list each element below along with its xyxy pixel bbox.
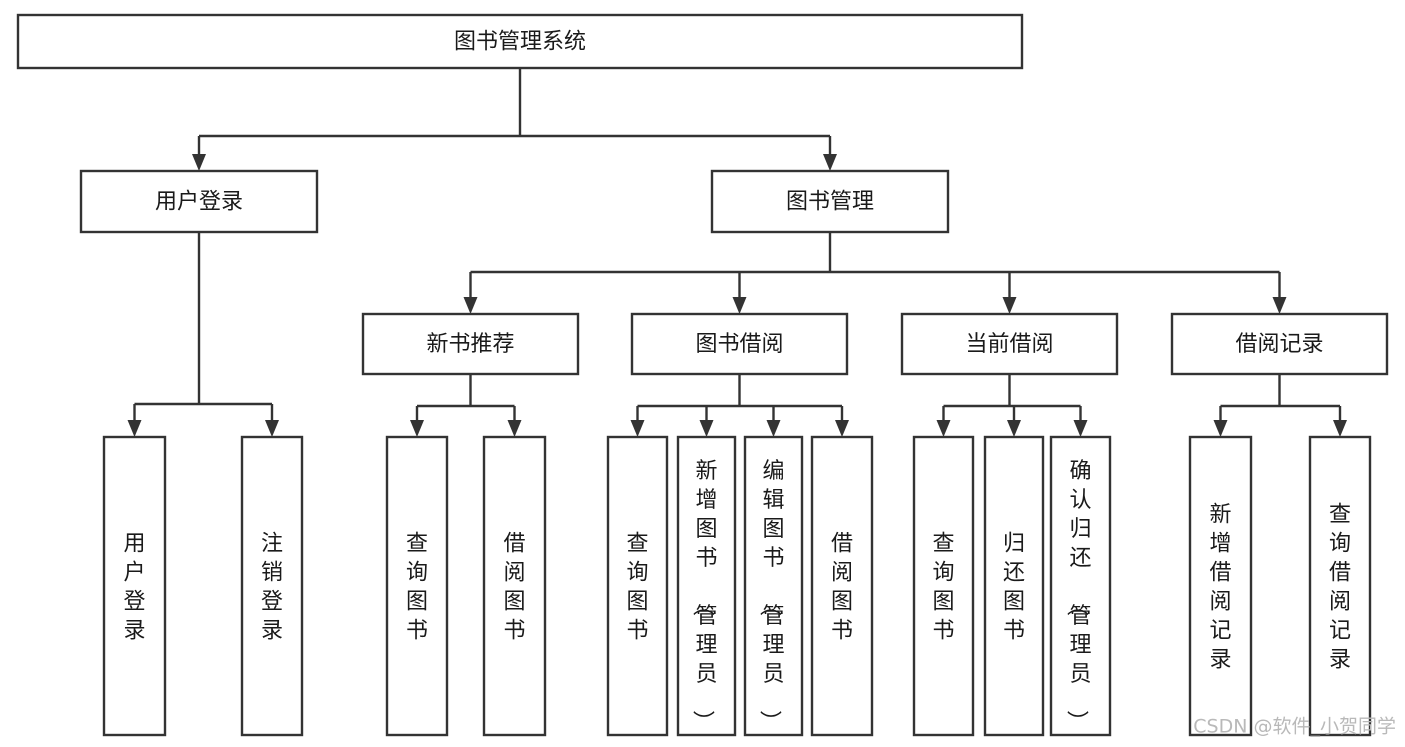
node-label-leaf-user-login: 用户登录: [123, 532, 145, 644]
node-box-root[interactable]: [16, 13, 1024, 70]
node-bookmgmt[interactable]: 图书管理: [710, 169, 950, 234]
node-box-newbook[interactable]: [361, 312, 580, 376]
node-label-leaf-borrow-book-1: 借阅图书: [503, 532, 525, 644]
node-label-root: 图书管理系统: [454, 30, 586, 55]
node-records[interactable]: 借阅记录: [1170, 312, 1389, 376]
arrowhead-icon-current: [1002, 297, 1017, 314]
node-label-leaf-borrow-book-2: 借阅图书: [831, 532, 853, 644]
node-leaf-add-book[interactable]: 新增图书（管理员）: [676, 435, 737, 737]
node-leaf-borrow-book-1[interactable]: 借阅图书: [482, 435, 547, 737]
node-label-newbook: 新书推荐: [426, 332, 514, 357]
node-box-leaf-user-login[interactable]: [102, 435, 167, 737]
arrowhead-icon-leaf-user-login: [127, 420, 142, 437]
node-label-leaf-add-record: 新增借阅记录: [1209, 503, 1231, 673]
node-box-borrow[interactable]: [630, 312, 849, 376]
arrowhead-icon-leaf-query-book-2: [630, 420, 645, 437]
node-box-leaf-add-record[interactable]: [1188, 435, 1253, 737]
node-label-leaf-query-record: 查询借阅记录: [1329, 503, 1351, 673]
node-label-leaf-confirm-return: 确认归还（管理员）: [1063, 459, 1091, 732]
node-box-leaf-query-book-3[interactable]: [912, 435, 975, 737]
node-root[interactable]: 图书管理系统: [16, 13, 1024, 70]
arrowhead-icon-login: [192, 154, 206, 171]
node-leaf-borrow-book-2[interactable]: 借阅图书: [810, 435, 874, 737]
node-box-leaf-borrow-book-2[interactable]: [810, 435, 874, 737]
node-box-leaf-query-record[interactable]: [1308, 435, 1372, 737]
node-leaf-query-book-3[interactable]: 查询图书: [912, 435, 975, 737]
node-leaf-return-book[interactable]: 归还图书: [983, 435, 1045, 737]
node-leaf-edit-book[interactable]: 编辑图书（管理员）: [743, 435, 804, 737]
arrowhead-icon-leaf-edit-book: [766, 420, 781, 437]
node-leaf-query-book-2[interactable]: 查询图书: [606, 435, 669, 737]
node-label-leaf-query-book-1: 查询图书: [406, 532, 428, 644]
node-label-leaf-query-book-3: 查询图书: [932, 532, 954, 644]
node-current[interactable]: 当前借阅: [900, 312, 1119, 376]
node-leaf-add-record[interactable]: 新增借阅记录: [1188, 435, 1253, 737]
node-box-leaf-borrow-book-1[interactable]: [482, 435, 547, 737]
arrowhead-icon-leaf-borrow-book-2: [835, 420, 849, 437]
node-box-bookmgmt[interactable]: [710, 169, 950, 234]
arrowhead-icon-leaf-borrow-book-1: [507, 420, 522, 437]
node-leaf-logout[interactable]: 注销登录: [240, 435, 304, 737]
node-box-records[interactable]: [1170, 312, 1389, 376]
node-box-leaf-return-book[interactable]: [983, 435, 1045, 737]
node-label-leaf-edit-book: 编辑图书（管理员）: [756, 459, 784, 732]
node-label-records: 借阅记录: [1235, 332, 1323, 357]
node-label-leaf-return-book: 归还图书: [1003, 532, 1025, 644]
node-leaf-query-record[interactable]: 查询借阅记录: [1308, 435, 1372, 737]
node-borrow[interactable]: 图书借阅: [630, 312, 849, 376]
node-box-leaf-logout[interactable]: [240, 435, 304, 737]
arrowhead-icon-leaf-add-record: [1213, 420, 1228, 437]
arrowhead-icon-borrow: [732, 297, 747, 314]
arrowhead-icon-newbook: [463, 297, 478, 314]
arrowhead-icon-leaf-query-record: [1333, 420, 1347, 437]
node-label-bookmgmt: 图书管理: [786, 190, 874, 215]
arrowhead-icon-leaf-logout: [265, 420, 279, 437]
node-box-leaf-edit-book[interactable]: [743, 435, 804, 737]
node-login[interactable]: 用户登录: [79, 169, 319, 234]
node-box-login[interactable]: [79, 169, 319, 234]
node-leaf-query-book-1[interactable]: 查询图书: [385, 435, 449, 737]
node-label-current: 当前借阅: [965, 332, 1053, 357]
node-label-login: 用户登录: [155, 190, 243, 215]
node-box-leaf-query-book-1[interactable]: [385, 435, 449, 737]
node-label-leaf-query-book-2: 查询图书: [626, 532, 648, 644]
arrowhead-icon-leaf-query-book-3: [936, 420, 951, 437]
node-box-current[interactable]: [900, 312, 1119, 376]
node-newbook[interactable]: 新书推荐: [361, 312, 580, 376]
node-box-leaf-query-book-2[interactable]: [606, 435, 669, 737]
arrowhead-icon-bookmgmt: [823, 154, 837, 171]
node-box-leaf-add-book[interactable]: [676, 435, 737, 737]
arrowhead-icon-records: [1272, 297, 1287, 314]
node-leaf-user-login[interactable]: 用户登录: [102, 435, 167, 737]
node-label-borrow: 图书借阅: [695, 332, 783, 357]
node-leaf-confirm-return[interactable]: 确认归还（管理员）: [1049, 435, 1112, 737]
node-label-leaf-add-book: 新增图书（管理员）: [689, 459, 717, 732]
csdn-watermark: CSDN @软件_小贺同学: [1193, 716, 1396, 738]
node-label-leaf-logout: 注销登录: [261, 532, 283, 644]
node-layer: 图书管理系统用户登录图书管理新书推荐图书借阅当前借阅借阅记录用户登录注销登录查询…: [16, 13, 1389, 737]
connector-layer: [127, 68, 1347, 437]
arrowhead-icon-leaf-query-book-1: [410, 420, 424, 437]
arrowhead-icon-leaf-return-book: [1007, 420, 1021, 437]
arrowhead-icon-leaf-confirm-return: [1073, 420, 1088, 437]
arrowhead-icon-leaf-add-book: [699, 420, 714, 437]
node-box-leaf-confirm-return[interactable]: [1049, 435, 1112, 737]
